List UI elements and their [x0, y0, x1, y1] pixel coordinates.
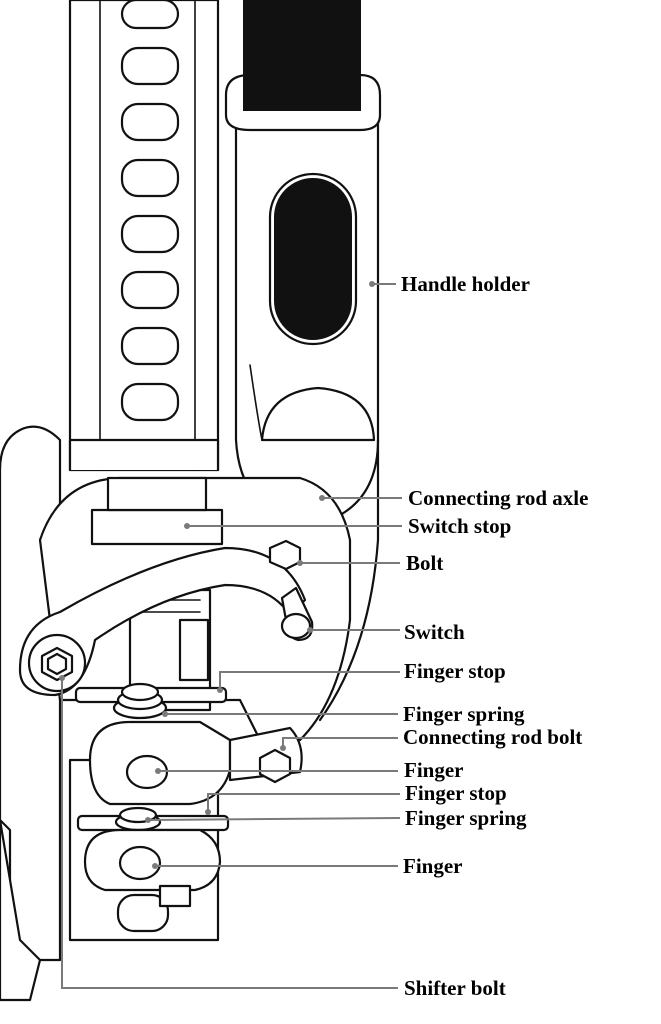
rack-slot: [120, 0, 180, 30]
rack-slot: [120, 270, 180, 310]
connecting-rod-bolt: [258, 748, 292, 784]
mechanism-housing: [38, 476, 352, 742]
rack-slot: [120, 326, 180, 366]
label-handle-holder: Handle holder: [401, 272, 530, 296]
label-connecting-rod-bolt: Connecting rod bolt: [403, 725, 583, 749]
label-finger-upper: Finger: [404, 758, 464, 782]
label-bolt: Bolt: [406, 551, 444, 575]
label-shifter-bolt: Shifter bolt: [404, 976, 506, 1000]
left-flange: [0, 818, 42, 1002]
rack-slot: [120, 214, 180, 254]
label-connecting-rod-axle: Connecting rod axle: [408, 486, 589, 510]
rack-slot: [116, 893, 170, 933]
label-finger-lower: Finger: [403, 854, 463, 878]
rack-slot: [120, 382, 180, 422]
rack-slot: [120, 46, 180, 86]
bolt-hex: [268, 539, 302, 571]
label-switch-stop: Switch stop: [408, 514, 512, 538]
rack-slot: [120, 102, 180, 142]
lower-finger-assembly: [76, 806, 230, 908]
shifter-bolt: [27, 633, 87, 693]
rack-slot: [120, 158, 180, 198]
leader-lines: [59, 281, 402, 989]
label-finger-spring-lower: Finger spring: [405, 806, 527, 830]
label-finger-stop-lower: Finger stop: [405, 781, 507, 805]
label-switch: Switch: [404, 620, 465, 644]
standard-bar: [68, 0, 220, 472]
handle-holder-window: [274, 178, 352, 340]
label-finger-stop-upper: Finger stop: [404, 659, 506, 683]
handle-holder: [224, 0, 382, 722]
label-finger-spring-upper: Finger spring: [403, 702, 525, 726]
finger-spring: [112, 682, 168, 720]
handle-bar: [243, 0, 361, 111]
